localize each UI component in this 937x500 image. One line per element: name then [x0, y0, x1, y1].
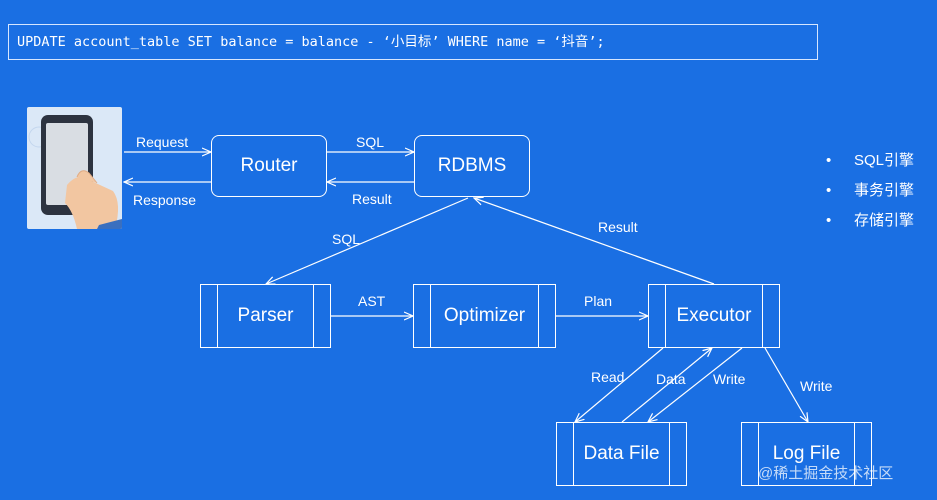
data-file-node: Data File: [556, 422, 687, 486]
read-arrow: [575, 347, 664, 422]
sql-rdbms-to-parser-arrow: [266, 197, 469, 284]
write-data-label: Write: [713, 371, 746, 387]
data-file-label: Data File: [583, 443, 660, 464]
response-label: Response: [133, 192, 197, 208]
sql-label-parser: SQL: [332, 231, 361, 247]
rdbms-label: RDBMS: [437, 155, 507, 176]
watermark: @稀土掘金技术社区: [758, 465, 894, 482]
executor-label: Executor: [676, 305, 752, 326]
result-label-executor: Result: [598, 219, 638, 235]
ast-label: AST: [358, 293, 386, 309]
sql-label-top: SQL: [356, 134, 385, 150]
hand-holding-phone-icon: [28, 115, 122, 229]
plan-label: Plan: [584, 293, 613, 309]
rdbms-node: RDBMS: [414, 135, 530, 197]
optimizer-label: Optimizer: [443, 305, 526, 326]
engine-sql: SQL引擎: [854, 152, 915, 169]
engine-list-item: •事务引擎: [826, 182, 915, 199]
router-node: Router: [211, 135, 327, 197]
client-phone-image: [27, 107, 122, 229]
result-executor-to-rdbms-arrow: [474, 198, 715, 285]
sql-statement: UPDATE account_table SET balance = balan…: [17, 34, 605, 50]
engine-list-item: •存储引擎: [826, 212, 915, 229]
parser-label: Parser: [237, 305, 294, 326]
write-log-arrow: [764, 347, 808, 422]
write-data-arrow: [648, 347, 743, 422]
read-label: Read: [591, 369, 625, 385]
data-arrow: [621, 348, 712, 423]
write-log-label: Write: [800, 378, 833, 394]
engine-transaction: 事务引擎: [854, 182, 915, 199]
sql-statement-box: UPDATE account_table SET balance = balan…: [8, 24, 818, 60]
result-label-top: Result: [352, 191, 392, 207]
log-file-label: Log File: [772, 443, 841, 464]
executor-node: Executor: [648, 284, 780, 348]
data-label: Data: [656, 371, 686, 387]
optimizer-node: Optimizer: [413, 284, 556, 348]
engine-list: •SQL引擎 •事务引擎 •存储引擎: [826, 150, 914, 240]
engine-list-item: •SQL引擎: [826, 152, 915, 169]
engine-storage: 存储引擎: [854, 212, 915, 229]
router-label: Router: [240, 155, 298, 176]
request-label: Request: [136, 134, 189, 150]
